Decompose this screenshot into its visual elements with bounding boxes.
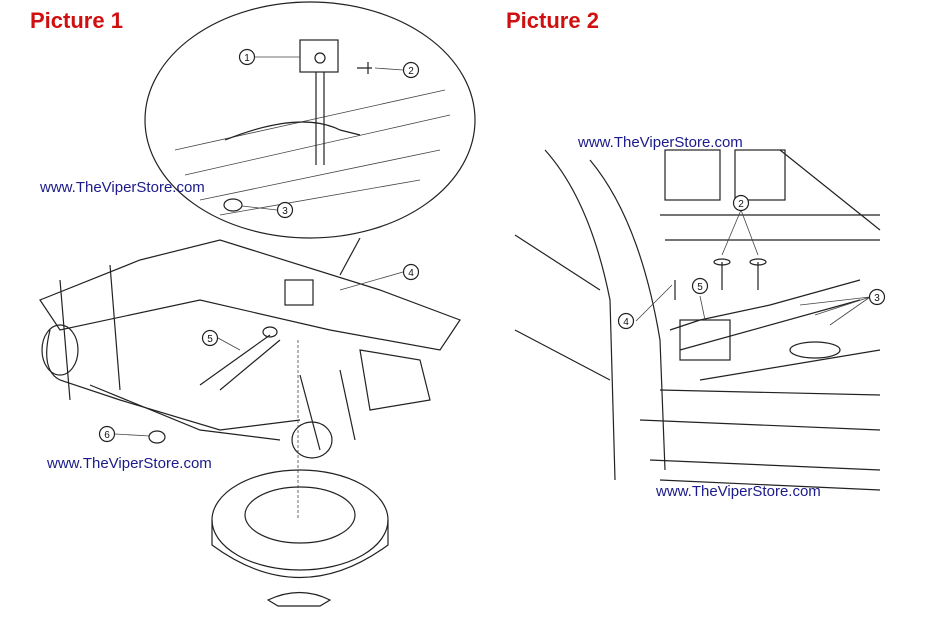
svg-text:6: 6: [104, 430, 110, 441]
svg-text:2: 2: [408, 66, 414, 77]
callout-2-4: 4: [617, 312, 635, 330]
callout-1-5: 5: [201, 329, 219, 347]
watermark: www.TheViperStore.com: [40, 179, 205, 196]
watermark: www.TheViperStore.com: [47, 455, 212, 472]
svg-text:5: 5: [697, 282, 703, 293]
callout-1-4: 4: [402, 263, 420, 281]
svg-text:1: 1: [244, 53, 250, 64]
svg-text:4: 4: [623, 317, 629, 328]
picture-1-frame-drawing: [39, 239, 461, 520]
picture-2-cab-drawing: [514, 149, 881, 491]
callout-2-3: 3: [868, 288, 886, 306]
watermark: www.TheViperStore.com: [656, 483, 821, 500]
spare-tire-drawing: [211, 469, 389, 607]
callout-1-2: 2: [402, 61, 420, 79]
picture-1-detail-magnifier: [144, 1, 476, 276]
callout-1-3: 3: [276, 201, 294, 219]
watermark: www.TheViperStore.com: [578, 134, 743, 151]
callout-2-2: 2: [732, 194, 750, 212]
svg-text:2: 2: [738, 199, 744, 210]
svg-text:5: 5: [207, 334, 213, 345]
svg-text:4: 4: [408, 268, 414, 279]
picture-2-title: Picture 2: [506, 8, 599, 33]
picture-1-title: Picture 1: [30, 8, 123, 33]
svg-text:3: 3: [282, 206, 288, 217]
svg-text:3: 3: [874, 293, 880, 304]
callout-1-1: 1: [238, 48, 256, 66]
callout-2-5: 5: [691, 277, 709, 295]
callout-1-6: 6: [98, 425, 116, 443]
